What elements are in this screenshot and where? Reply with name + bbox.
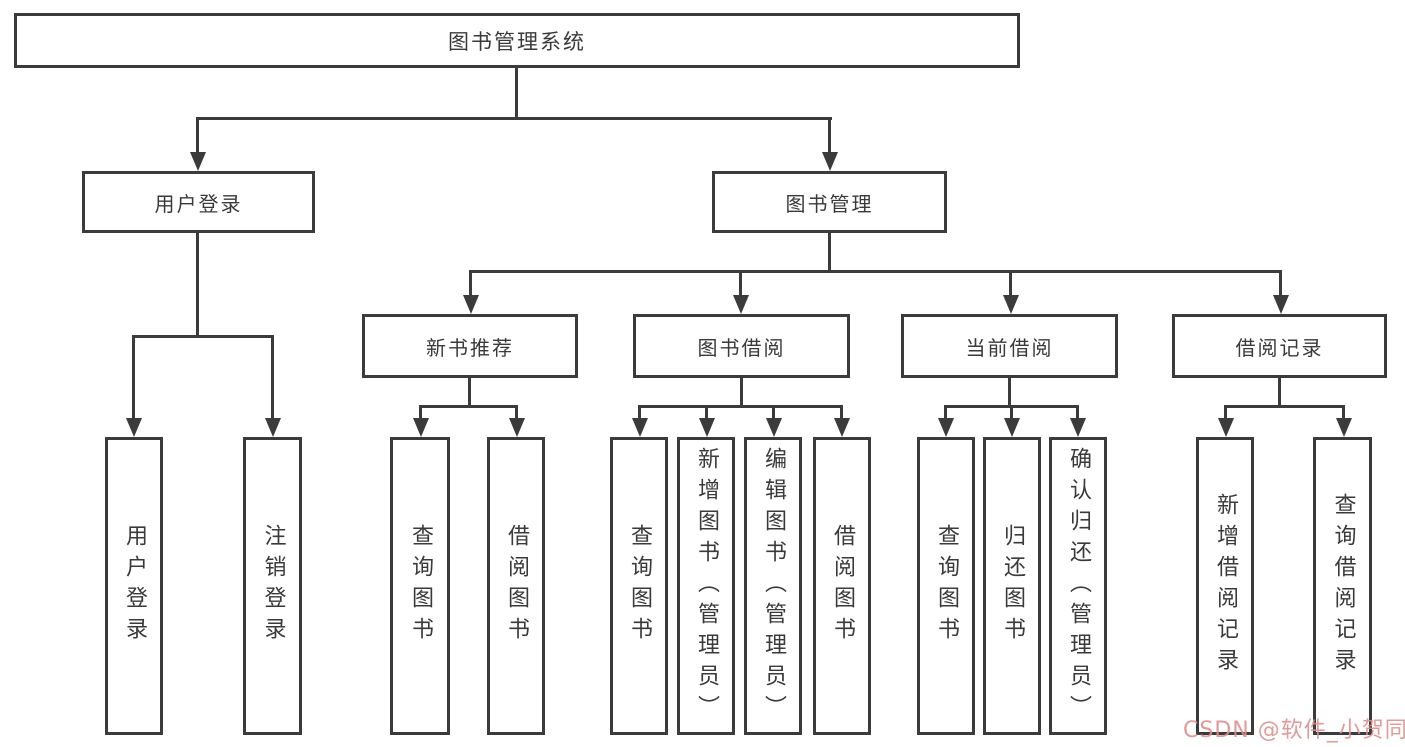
arrow-down-icon — [632, 418, 648, 437]
leaf-query-books-recommend: 查询图书 — [390, 437, 450, 735]
node-label: 当前借阅 — [965, 335, 1054, 360]
leaf-label: 用户登录 — [122, 524, 147, 648]
connector-line — [739, 270, 742, 296]
arrow-down-icon — [190, 152, 206, 171]
connector-line — [419, 405, 518, 408]
arrow-down-icon — [1070, 418, 1086, 437]
arrow-down-icon — [413, 418, 429, 437]
connector-line — [271, 335, 274, 419]
leaf-confirm-return-admin: 确认归还（管理员） — [1049, 437, 1107, 735]
arrow-down-icon — [1336, 418, 1352, 437]
node-borrow-records: 借阅记录 — [1172, 314, 1387, 378]
leaf-add-books-admin: 新增图书（管理员） — [677, 437, 735, 735]
arrow-down-icon — [509, 418, 525, 437]
arrow-down-icon — [766, 418, 782, 437]
node-label: 新书推荐 — [426, 335, 514, 360]
connector-line — [740, 378, 743, 407]
connector-line — [772, 405, 775, 419]
leaf-label: 查询图书 — [408, 524, 433, 648]
connector-line — [469, 270, 1282, 273]
connector-line — [1224, 405, 1227, 419]
leaf-label: 新增借阅记录 — [1213, 493, 1238, 679]
connector-line — [1009, 270, 1012, 296]
leaf-label: 注销登录 — [260, 524, 286, 648]
arrow-down-icon — [699, 418, 715, 437]
leaf-query-books-current: 查询图书 — [917, 437, 975, 735]
node-label: 图书借阅 — [697, 335, 786, 360]
connector-line — [469, 270, 472, 296]
node-user-login: 用户登录 — [82, 171, 315, 233]
leaf-add-borrow-record: 新增借阅记录 — [1196, 437, 1254, 735]
node-book-management-system: 图书管理系统 — [14, 13, 1020, 68]
leaf-label: 确认归还（管理员） — [1066, 446, 1091, 726]
connector-line — [132, 335, 135, 419]
arrow-down-icon — [1218, 418, 1234, 437]
node-new-book-recommend: 新书推荐 — [362, 314, 578, 378]
connector-line — [944, 405, 947, 419]
connector-line — [705, 405, 708, 419]
connector-line — [828, 233, 831, 272]
connector-line — [132, 335, 274, 338]
leaf-label: 新增图书（管理员） — [694, 446, 719, 726]
leaf-label: 查询借阅记录 — [1330, 493, 1356, 679]
connector-line — [197, 117, 832, 120]
arrow-down-icon — [126, 418, 142, 437]
leaf-label: 借阅图书 — [830, 524, 855, 648]
leaf-label: 借阅图书 — [504, 524, 529, 648]
leaf-label: 查询图书 — [934, 524, 959, 648]
connector-line — [515, 405, 518, 419]
connector-line — [840, 405, 843, 419]
node-book-borrow: 图书借阅 — [633, 314, 850, 378]
arrow-down-icon — [822, 152, 838, 171]
node-label: 图书管理系统 — [448, 29, 586, 54]
arrow-down-icon — [463, 295, 479, 314]
leaf-return-books: 归还图书 — [983, 437, 1041, 735]
leaf-label: 编辑图书（管理员） — [761, 446, 786, 726]
arrow-down-icon — [1003, 295, 1019, 314]
connector-line — [1076, 405, 1079, 419]
node-book-management: 图书管理 — [712, 171, 947, 233]
connector-line — [1279, 270, 1282, 296]
leaf-borrow-books-recommend: 借阅图书 — [487, 437, 545, 735]
arrow-down-icon — [1004, 418, 1020, 437]
leaf-query-books-borrow: 查询图书 — [610, 437, 668, 735]
arrow-down-icon — [834, 418, 850, 437]
csdn-watermark: CSDN @软件_小贺同学 — [1183, 718, 1405, 743]
leaf-label: 归还图书 — [1000, 524, 1025, 648]
leaf-user-login: 用户登录 — [105, 437, 163, 735]
node-label: 借阅记录 — [1235, 335, 1324, 360]
leaf-query-borrow-record: 查询借阅记录 — [1313, 437, 1372, 735]
connector-line — [515, 68, 518, 119]
arrow-down-icon — [733, 295, 749, 314]
leaf-borrow-books-borrow: 借阅图书 — [813, 437, 871, 735]
connector-line — [1224, 405, 1344, 408]
arrow-down-icon — [265, 418, 281, 437]
connector-line — [1278, 378, 1281, 407]
node-label: 图书管理 — [785, 191, 874, 216]
connector-line — [196, 117, 199, 154]
leaf-label: 查询图书 — [627, 524, 652, 648]
connector-line — [1342, 405, 1345, 419]
connector-line — [1008, 378, 1011, 407]
node-label: 用户登录 — [154, 191, 243, 216]
connector-line — [468, 378, 471, 407]
connector-line — [638, 405, 641, 419]
connector-line — [196, 233, 199, 337]
arrow-down-icon — [1273, 295, 1289, 314]
node-current-borrow: 当前借阅 — [901, 314, 1118, 378]
arrow-down-icon — [938, 418, 954, 437]
leaf-edit-books-admin: 编辑图书（管理员） — [744, 437, 802, 735]
connector-line — [828, 117, 831, 154]
connector-line — [638, 405, 843, 408]
connector-line — [1010, 405, 1013, 419]
connector-line — [419, 405, 422, 419]
leaf-logout: 注销登录 — [243, 437, 302, 735]
